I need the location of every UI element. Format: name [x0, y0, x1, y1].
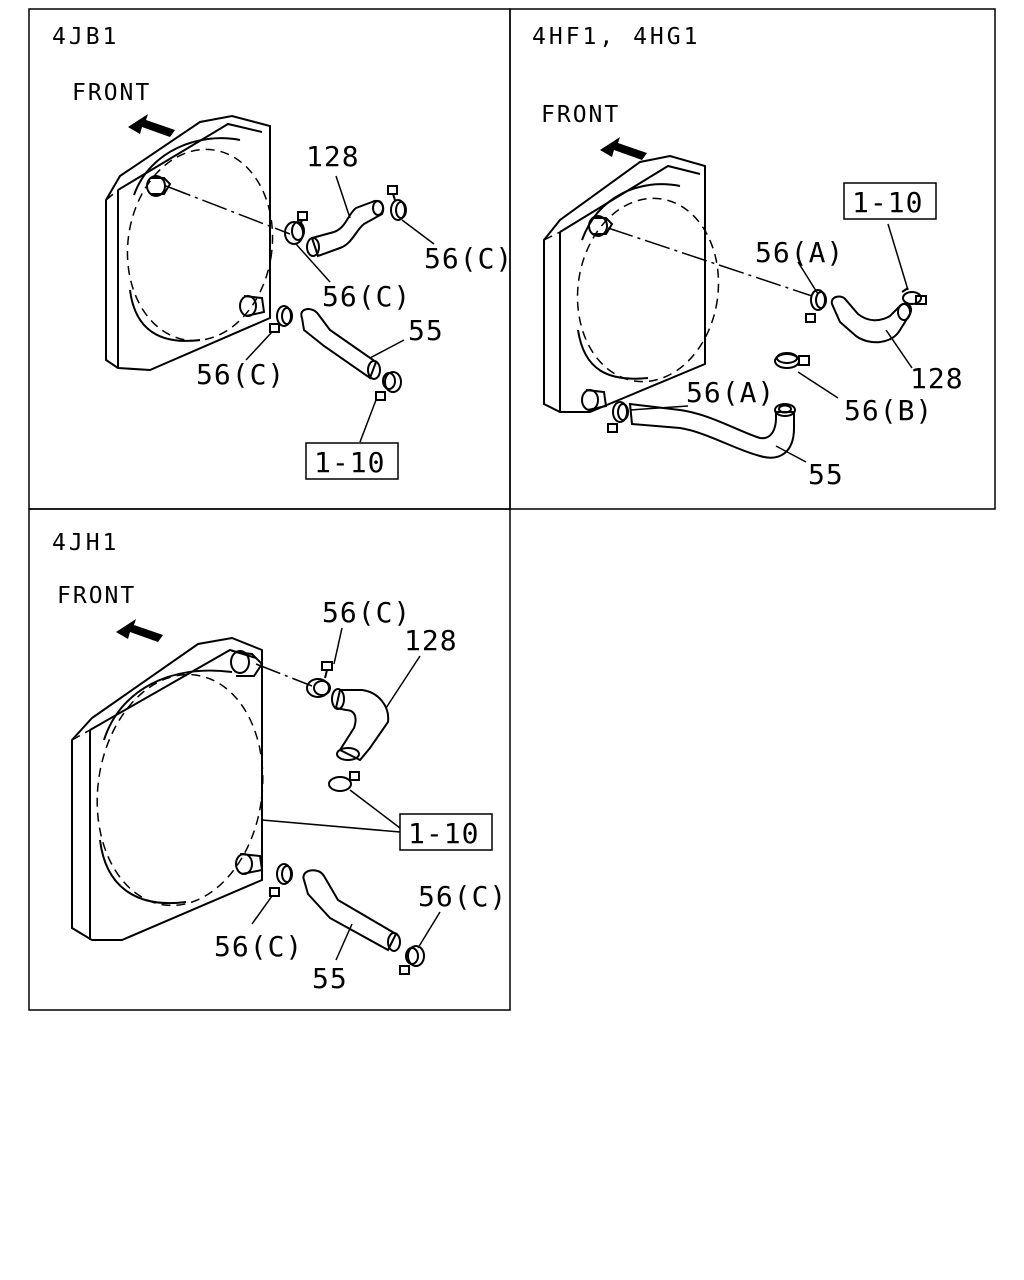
radiator	[71, 636, 264, 941]
ref-box	[843, 182, 937, 220]
panel-4jh1: 4JH1 FRONT	[52, 530, 507, 995]
leader	[887, 223, 909, 291]
leader	[245, 331, 273, 361]
clamp-56c-lower	[269, 305, 293, 333]
clamp-56c-left	[269, 863, 293, 897]
upper-hose-128	[830, 295, 912, 344]
upper-hose-128	[306, 200, 385, 258]
clamp-56b	[774, 352, 810, 369]
label-56c-near: 56(C)	[322, 280, 411, 313]
clamp-56c-upper	[284, 211, 308, 245]
label-ref-1-10: 1-10	[314, 446, 385, 479]
leader	[335, 923, 353, 961]
clamp-56a-upper	[805, 289, 827, 323]
clamp-56c-right	[399, 945, 425, 975]
front-label: FRONT	[541, 102, 620, 128]
label-56c-lower: 56(C)	[196, 358, 285, 391]
centerline	[607, 227, 813, 297]
leader	[885, 329, 913, 369]
label-128: 128	[910, 362, 964, 395]
leader	[333, 627, 343, 665]
panel-frames	[28, 8, 996, 1011]
leader	[369, 339, 405, 359]
label-128: 128	[306, 140, 360, 173]
panel-4hf1-frame	[509, 8, 996, 510]
panel-title: 4JH1	[52, 530, 119, 556]
label-55: 55	[312, 962, 348, 995]
leader	[797, 261, 819, 295]
front-label: FRONT	[72, 80, 151, 106]
clamp-56c-far	[387, 185, 407, 221]
panel-title: 4HF1, 4HG1	[532, 24, 700, 50]
lower-hose-55	[302, 869, 401, 952]
label-55: 55	[408, 314, 444, 347]
leader	[349, 789, 401, 829]
upper-hose-128	[331, 688, 390, 762]
label-56c-left: 56(C)	[214, 930, 303, 963]
leader	[251, 895, 273, 925]
label-56b: 56(B)	[844, 394, 933, 427]
panel-4jb1: 4JB1 FRONT	[52, 24, 513, 480]
label-128: 128	[404, 624, 458, 657]
clamp-56c-ref	[375, 371, 402, 401]
ref-box	[399, 813, 493, 851]
front-arrow-icon	[128, 114, 175, 137]
front-arrow-icon	[116, 619, 163, 642]
label-ref-1-10: 1-10	[408, 817, 479, 850]
label-56a-upper: 56(A)	[755, 236, 844, 269]
clamp-56c-top	[306, 661, 333, 698]
label-56a-lower: 56(A)	[686, 376, 775, 409]
leader	[359, 399, 377, 443]
panel-4jh1-frame	[28, 508, 511, 1011]
radiator	[543, 154, 720, 413]
centerline	[165, 185, 291, 235]
leader	[417, 911, 441, 949]
radiator	[105, 114, 274, 372]
clamp-56a-lower	[607, 401, 629, 433]
label-56c-far: 56(C)	[424, 242, 513, 275]
lower-hose-55	[300, 308, 381, 380]
leader	[335, 175, 351, 219]
leader	[261, 819, 401, 833]
clamp-ref	[901, 287, 927, 305]
leader	[401, 219, 435, 245]
leader	[385, 655, 421, 709]
lower-hose-55	[628, 402, 796, 459]
centerline	[255, 663, 313, 687]
front-label: FRONT	[57, 583, 136, 609]
leader	[629, 405, 689, 411]
label-56c-right: 56(C)	[418, 880, 507, 913]
panel-4hf1-4hg1: 4HF1, 4HG1 FRONT	[532, 24, 964, 491]
leader	[775, 445, 807, 463]
label-ref-1-10: 1-10	[852, 186, 923, 219]
leader	[797, 371, 839, 399]
panel-title: 4JB1	[52, 24, 119, 50]
front-arrow-icon	[600, 137, 647, 160]
ref-box	[305, 442, 399, 480]
leader	[295, 243, 331, 283]
clamp-ref	[328, 771, 360, 792]
label-56c-top: 56(C)	[322, 596, 411, 629]
label-55: 55	[808, 458, 844, 491]
